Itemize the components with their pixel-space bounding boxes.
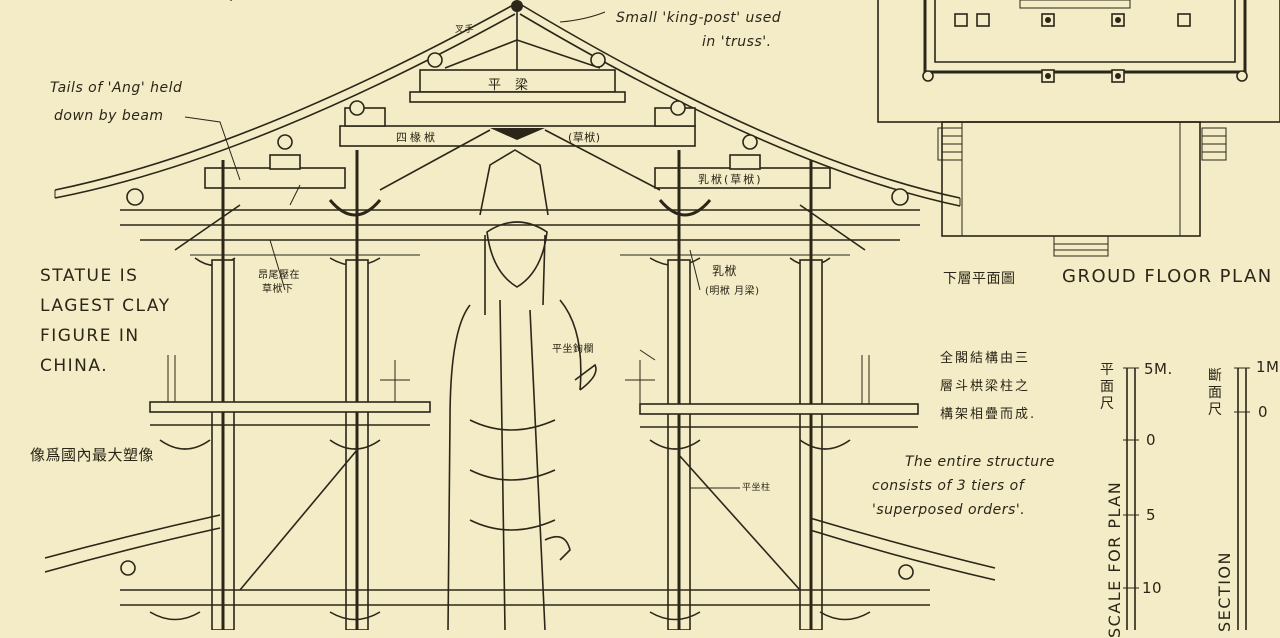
statue-note-line-1: STATUE IS: [40, 266, 139, 286]
lower-eaves: [44, 514, 996, 621]
statue-note-line-2: LAGEST CLAY: [40, 296, 171, 316]
statue-figure: [447, 149, 597, 630]
plan-title-chinese: 下層平面圖: [943, 271, 1016, 287]
plan-title-english: GROUD FLOOR PLAN: [1062, 266, 1273, 287]
scale-bars: [1123, 367, 1250, 630]
statue-note-line-4: CHINA.: [40, 356, 109, 376]
king-post-note-line-2: in 'truss'.: [702, 34, 772, 50]
beam-label-ru-fu-cao: 乳栿(草栿): [698, 173, 763, 186]
beam-label-cha-shou: 叉手: [455, 25, 475, 35]
plan-scale-tick-10: 10: [1142, 579, 1163, 597]
roof-truss: [126, 10, 909, 206]
upper-bracket-tier: [120, 199, 920, 267]
plan-scale-tick-5: 5: [1146, 506, 1157, 524]
plan-scale-chinese: 平面尺: [1100, 362, 1115, 412]
section-scale-tick-0: 0: [1258, 403, 1269, 421]
plan-scale-tick-0: 0: [1146, 431, 1157, 449]
structure-note-cn-line-3: 構架相疊而成.: [940, 407, 1037, 422]
tails-note-line-2: down by beam: [54, 108, 164, 124]
plan-scale-label: SCALE FOR PLAN: [1105, 480, 1124, 638]
upper-roof: [54, 0, 961, 207]
leader-lines: [184, 11, 740, 489]
middle-floor: [149, 355, 919, 591]
structure-note-en-line-2: consists of 3 tiers of: [872, 478, 1025, 494]
section-scale-chinese: 斷面尺: [1208, 368, 1223, 418]
king-post-note-line-1: Small 'king-post' used: [616, 10, 782, 26]
columns: [211, 150, 823, 630]
structure-note-cn-line-2: 層斗栱梁柱之: [940, 379, 1031, 394]
ground-floor-plan: [877, 0, 1280, 257]
structure-note-en-line-1: The entire structure: [905, 454, 1056, 470]
tails-note-line-1: Tails of 'Ang' held: [50, 80, 183, 96]
drawing-title: LIAO DYNASTY, 984 A.D.: [88, 0, 328, 9]
beam-label-pingzuo-lan: 平坐鉤欄: [552, 344, 594, 355]
beam-label-ru-fu-line-2: (明栿 月梁): [705, 286, 760, 297]
plan-scale-unit: 5M.: [1144, 360, 1173, 378]
structure-note-cn-line-1: 全閣結構由三: [940, 351, 1031, 366]
beam-label-ang-wei-line-1: 昂尾壓在: [258, 270, 300, 281]
structure-note-en-line-3: 'superposed orders'.: [872, 502, 1026, 518]
beam-label-ping-liang: 平梁: [488, 78, 543, 93]
section-scale-label: SECTION: [1215, 551, 1234, 632]
section-scale-unit: 1M: [1256, 358, 1280, 376]
beam-label-pingzuo-zhu: 平坐柱: [742, 483, 771, 493]
statue-note-line-3: FIGURE IN: [40, 326, 140, 346]
beam-label-si-chuan-fu: 四椽栿: [396, 131, 438, 144]
statue-note-chinese: 像爲國內最大塑像: [30, 446, 155, 464]
beam-label-ang-wei-line-2: 草栿下: [262, 284, 294, 295]
beam-label-ru-fu-line-1: 乳栿: [712, 264, 738, 278]
beam-label-cao-fu: (草栿): [568, 131, 601, 144]
